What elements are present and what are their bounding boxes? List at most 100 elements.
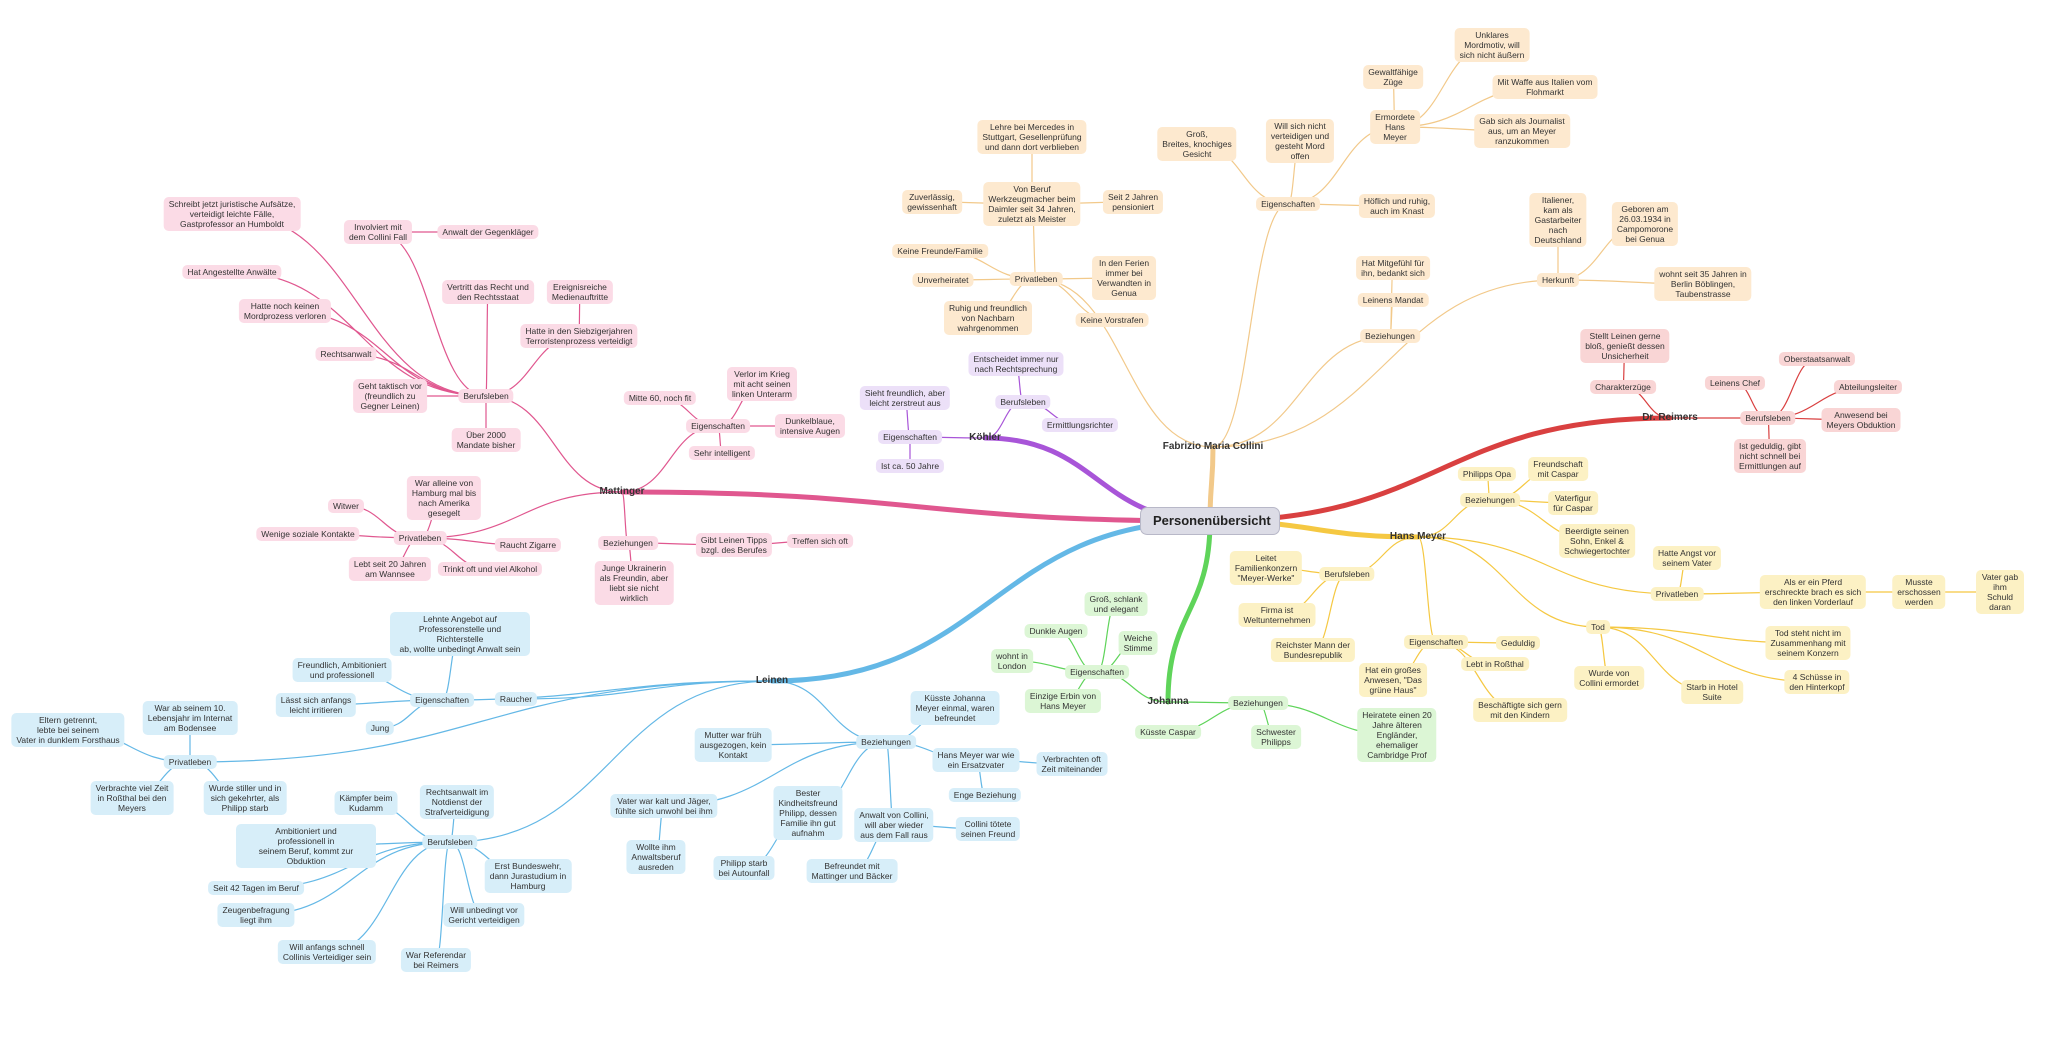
node-c-e3b[interactable]: Unklares Mordmotiv, will sich nicht äuße… [1454, 28, 1530, 62]
node-l-z2[interactable]: Mutter war früh ausgezogen, kein Kontakt [694, 728, 772, 762]
node-j-e5[interactable]: Einzige Erbin von Hans Meyer [1024, 689, 1102, 713]
node-h-p1[interactable]: Hatte Angst vor seinem Vater [1652, 546, 1722, 570]
node-k-beruf[interactable]: Berufsleben [995, 395, 1051, 409]
node-m-e2[interactable]: Verlor im Krieg mit acht seinen linken U… [727, 367, 797, 401]
node-l-z6[interactable]: Anwalt von Collini, will aber wieder aus… [854, 808, 934, 842]
node-l-priv[interactable]: Privatleben [163, 755, 217, 769]
node-h-eig[interactable]: Eigenschaften [1404, 635, 1468, 649]
node-r-b5[interactable]: Ist geduldig, gibt nicht schnell bei Erm… [1734, 439, 1806, 473]
branch-node-mattinger[interactable]: Mattinger [599, 486, 645, 497]
node-m-b2a[interactable]: Anwalt der Gegenkläger [437, 225, 539, 239]
node-m-p3[interactable]: Wenige soziale Kontakte [256, 527, 360, 541]
node-c-e3d[interactable]: Gab sich als Journalist aus, um an Meyer… [1474, 114, 1570, 148]
node-h-p3[interactable]: Musste erschossen werden [1892, 575, 1946, 609]
node-c-p6[interactable]: Keine Vorstrafen [1075, 313, 1149, 327]
node-l-z5a[interactable]: Philipp starb bei Autounfall [713, 856, 775, 880]
node-c-z2[interactable]: Leinens Mandat [1357, 293, 1429, 307]
node-l-p4[interactable]: Wurde stiller und in sich gekehrter, als… [203, 781, 287, 815]
node-j-bez[interactable]: Beziehungen [1228, 696, 1288, 710]
node-h-z4[interactable]: Beerdigte seinen Sohn, Enkel & Schwieger… [1559, 524, 1635, 558]
node-h-b1[interactable]: Leitet Familienkonzern "Meyer-Werke" [1229, 551, 1303, 585]
node-m-p1[interactable]: Witwer [328, 499, 364, 513]
node-c-p1a[interactable]: Lehre bei Mercedes in Stuttgart, Geselle… [977, 120, 1087, 154]
node-l-e1[interactable]: Lehnte Angebot auf Professorenstelle und… [390, 612, 530, 656]
node-c-z1[interactable]: Hat Mitgefühl für ihn, bedankt sich [1356, 256, 1430, 280]
node-l-beruf[interactable]: Berufsleben [422, 835, 478, 849]
node-k-eig[interactable]: Eigenschaften [878, 430, 942, 444]
node-l-b3[interactable]: Ambitioniert und professionell in seinem… [236, 824, 376, 868]
node-m-b6[interactable]: Geht taktisch vor (freundlich zu Gegner … [353, 379, 427, 413]
node-m-b2[interactable]: Involviert mit dem Collini Fall [343, 220, 413, 244]
node-m-p2[interactable]: War alleine von Hamburg mal bis nach Ame… [406, 476, 482, 520]
branch-node-meyer[interactable]: Hans Meyer [1389, 531, 1447, 542]
node-m-b8[interactable]: Vertritt das Recht und den Rechtsstaat [442, 280, 534, 304]
node-h-t3[interactable]: Wurde von Collini ermordet [1574, 666, 1644, 690]
node-l-e3[interactable]: Lässt sich anfangs leicht irritieren [275, 693, 357, 717]
node-c-her[interactable]: Herkunft [1536, 273, 1580, 287]
node-m-beruf[interactable]: Berufsleben [458, 389, 514, 403]
node-m-z1a[interactable]: Treffen sich oft [787, 534, 853, 548]
node-l-p2[interactable]: Eltern getrennt, lebte bei seinem Vater … [11, 713, 125, 747]
node-l-z6a[interactable]: Collini tötete seinen Freund [955, 817, 1021, 841]
node-c-p4[interactable]: In den Ferien immer bei Verwandten in Ge… [1092, 256, 1156, 300]
node-c-e1[interactable]: Groß, Breites, knochiges Gesicht [1157, 127, 1237, 161]
node-l-z3a[interactable]: Verbrachten oft Zeit miteinander [1036, 752, 1108, 776]
branch-node-koehler[interactable]: Köhler [969, 432, 1001, 443]
node-m-eig[interactable]: Eigenschaften [686, 419, 750, 433]
node-h-e2[interactable]: Lebt in Roßthal [1461, 657, 1529, 671]
node-m-b1[interactable]: Schreibt jetzt juristische Aufsätze, ver… [163, 197, 301, 231]
node-c-e3c[interactable]: Mit Waffe aus Italien vom Flohmarkt [1492, 75, 1598, 99]
node-m-e3[interactable]: Dunkelblaue, intensive Augen [774, 414, 846, 438]
node-c-bez[interactable]: Beziehungen [1360, 329, 1420, 343]
node-m-z2[interactable]: Junge Ukrainerin als Freundin, aber lieb… [594, 561, 674, 605]
node-h-z1[interactable]: Philipps Opa [1457, 467, 1517, 481]
node-h-e3[interactable]: Hat ein großes Anwesen, "Das grüne Haus" [1359, 663, 1427, 697]
node-h-t1[interactable]: Tod steht nicht im Zusammenhang mit sein… [1765, 626, 1851, 660]
node-h-tod[interactable]: Tod [1586, 620, 1610, 634]
node-l-b2[interactable]: Rechtsanwalt im Notdienst der Strafverte… [419, 785, 495, 819]
node-h-e4[interactable]: Beschäftigte sich gern mit den Kindern [1473, 698, 1567, 722]
node-c-h3[interactable]: wohnt seit 35 Jahren in Berlin Böblingen… [1654, 267, 1752, 301]
node-m-e1[interactable]: Mitte 60, noch fit [623, 391, 697, 405]
node-m-p6[interactable]: Trinkt oft und viel Alkohol [437, 562, 543, 576]
node-m-p4[interactable]: Raucht Zigarre [494, 538, 562, 552]
node-l-e2[interactable]: Freundlich, Ambitioniert und professione… [292, 658, 392, 682]
node-r-beruf[interactable]: Berufsleben [1740, 411, 1796, 425]
node-m-e4[interactable]: Sehr intelligent [688, 446, 756, 460]
branch-node-collini[interactable]: Fabrizio Maria Collini [1162, 441, 1264, 452]
node-k-e1[interactable]: Sieht freundlich, aber leicht zerstreut … [859, 386, 951, 410]
node-l-z1[interactable]: Küsste Johanna Meyer einmal, waren befre… [910, 691, 1000, 725]
node-c-p5[interactable]: Ruhig und freundlich von Nachbarn wahrge… [944, 301, 1032, 335]
node-m-b3[interactable]: Hat Angestellte Anwälte [182, 265, 282, 279]
node-l-bez[interactable]: Beziehungen [856, 735, 916, 749]
node-r-b4[interactable]: Anwesend bei Meyers Obduktion [1821, 408, 1901, 432]
node-h-priv[interactable]: Privatleben [1650, 587, 1704, 601]
node-l-z4[interactable]: Vater war kalt und Jäger, fühlte sich un… [610, 794, 718, 818]
branch-node-reimers[interactable]: Dr. Reimers [1642, 412, 1698, 423]
node-c-p3[interactable]: Unverheiratet [912, 273, 974, 287]
node-l-eig[interactable]: Eigenschaften [410, 693, 474, 707]
node-c-h2[interactable]: Geboren am 26.03.1934 in Campomorone bei… [1611, 202, 1679, 246]
node-l-z4a[interactable]: Wollte ihm Anwaltsberuf ausreden [626, 840, 686, 874]
node-j-z3[interactable]: Heiratete einen 20 Jahre älteren Engländ… [1357, 708, 1437, 762]
node-h-p2[interactable]: Als er ein Pferd erschreckte brach es si… [1759, 575, 1867, 609]
node-l-z5[interactable]: Bester Kindheitsfreund Philipp, dessen F… [773, 786, 843, 840]
node-k-b1[interactable]: Entscheidet immer nur nach Rechtsprechun… [968, 352, 1064, 376]
node-c-e3a[interactable]: Gewaltfähige Züge [1363, 65, 1423, 89]
node-l-p3[interactable]: Verbrachte viel Zeit in Roßthal bei den … [90, 781, 174, 815]
node-h-t2[interactable]: 4 Schüsse in den Hinterkopf [1784, 670, 1850, 694]
node-m-b7[interactable]: Über 2000 Mandate bisher [451, 428, 521, 452]
node-m-z1[interactable]: Gibt Leinen Tipps bzgl. des Berufes [695, 533, 773, 557]
node-r-b1[interactable]: Leinens Chef [1704, 376, 1766, 390]
node-l-z3[interactable]: Hans Meyer war wie ein Ersatzvater [932, 748, 1020, 772]
root-node-personenuebersicht[interactable]: Personenübersicht [1140, 507, 1280, 535]
node-m-b4[interactable]: Hatte noch keinen Mordprozess verloren [238, 299, 332, 323]
node-c-e2[interactable]: Will sich nicht verteidigen und gesteht … [1265, 119, 1335, 163]
node-j-z2[interactable]: Schwester Philipps [1251, 725, 1301, 749]
node-j-z1[interactable]: Küsste Caspar [1135, 725, 1201, 739]
node-r-c1[interactable]: Stellt Leinen gerne bloß, genießt dessen… [1580, 329, 1670, 363]
node-m-b9a[interactable]: Ereignisreiche Medienauftritte [546, 280, 614, 304]
node-l-z3b[interactable]: Enge Beziehung [948, 788, 1022, 802]
node-h-e1[interactable]: Geduldig [1495, 636, 1541, 650]
node-l-b9[interactable]: War Referendar bei Reimers [400, 948, 472, 972]
